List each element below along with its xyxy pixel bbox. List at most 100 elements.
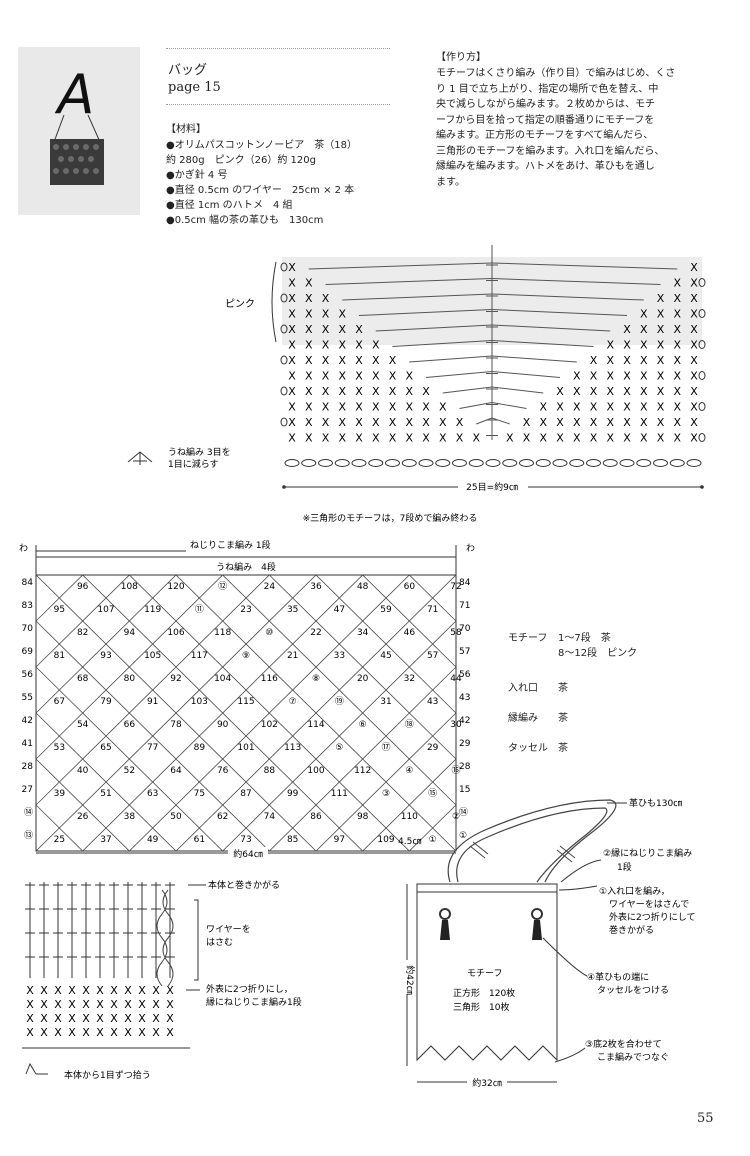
x-stitch: X [26, 984, 34, 997]
wire-loops [156, 889, 174, 987]
x-stitch: X [166, 1026, 174, 1039]
lattice-line [36, 575, 130, 668]
x-stitch: X [322, 385, 330, 398]
foundation-chain [552, 459, 568, 467]
x-stitch: X [657, 385, 665, 398]
row-line [491, 417, 510, 425]
x-stitch: X [623, 432, 631, 445]
x-stitch: X [523, 416, 531, 429]
x-stitch: X [152, 984, 160, 997]
x-stitch: X [640, 339, 648, 352]
foundation-chain [334, 459, 350, 467]
motif-number: ⑮ [428, 788, 437, 799]
foundation-chain [418, 459, 434, 467]
x-stitch: X [110, 984, 118, 997]
x-stitch: X [26, 1012, 34, 1025]
x-stitch: X [166, 998, 174, 1011]
motif-number: ⑤ [335, 743, 343, 753]
chain-row [284, 459, 702, 467]
x-stitch: X [338, 401, 346, 414]
height-label: 約42㎝ [404, 965, 416, 994]
motif-number: 94 [124, 628, 136, 638]
edge-label-wire-1: ワイヤーを [206, 924, 251, 935]
edge-number-left: 69 [22, 647, 34, 657]
x-stitch: X [657, 354, 665, 367]
motif-number: 85 [287, 835, 298, 845]
legend-key-motif: モチーフ [508, 633, 548, 644]
motif-number: 59 [380, 605, 392, 615]
x-stitch: X [673, 354, 681, 367]
materials-list: ●オリムパスコットンノービア 茶（18） 約 280g ピンク（26）約 120… [166, 138, 357, 228]
motif-number: 46 [404, 628, 416, 638]
x-stitch: X [439, 401, 447, 414]
chain-stitch [280, 293, 288, 303]
x-stitch: X [82, 1026, 90, 1039]
x-stitch: X [690, 261, 698, 274]
motif-number: 71 [427, 605, 438, 615]
x-stitch: X [673, 308, 681, 321]
x-stitch: X [422, 385, 430, 398]
x-stitch: X [96, 998, 104, 1011]
x-stitch: X [389, 432, 397, 445]
motif-number: 90 [217, 720, 229, 730]
motif-number: 107 [97, 605, 114, 615]
x-stitch: X [82, 984, 90, 997]
x-stitch: X [372, 354, 380, 367]
x-stitch: X [288, 432, 296, 445]
bag-body [416, 891, 558, 1062]
motif-number: 88 [264, 766, 276, 776]
ridge-band-label: うね編み 4段 [216, 561, 276, 573]
lattice-line [315, 712, 456, 851]
motif-number: 74 [264, 812, 276, 822]
x-stitch: X [405, 385, 413, 398]
x-stitch: X [68, 1012, 76, 1025]
edge-number-right: 15 [459, 785, 470, 795]
motif-number: ⑨ [242, 651, 250, 661]
x-stitch: X [152, 1026, 160, 1039]
x-stitch: X [690, 339, 698, 352]
motif-number: 20 [357, 674, 369, 684]
x-stitch: X [673, 370, 681, 383]
motif-number: 89 [194, 743, 206, 753]
motif-number: 45 [380, 651, 391, 661]
motif-number: 65 [100, 743, 111, 753]
motif-number: 118 [214, 628, 231, 638]
motif-number: 64 [170, 766, 182, 776]
method-line: 縁編みを編みます。ハトメをあけ、革ひもを通し [436, 161, 655, 172]
motif-number: 96 [77, 582, 89, 592]
x-stitch: X [690, 432, 698, 445]
motif-number: 119 [144, 605, 161, 615]
x-stitch: X [472, 432, 480, 445]
x-stitch: X [690, 308, 698, 321]
motif-number: 58 [450, 628, 462, 638]
motif-number: 76 [217, 766, 229, 776]
chain-stitch [698, 340, 706, 349]
x-stitch: X [110, 1026, 118, 1039]
x-stitch: X [305, 401, 313, 414]
x-stitch: X [640, 416, 648, 429]
x-stitch: X [573, 385, 581, 398]
x-stitch: X [288, 308, 296, 321]
x-stitch: X [405, 432, 413, 445]
chain-stitch [698, 402, 706, 411]
x-stitch: X [40, 1026, 48, 1039]
motif-number: ⑧ [312, 674, 320, 684]
motif-number: 78 [170, 720, 182, 730]
x-stitch: X [166, 984, 174, 997]
motif-number: 38 [124, 812, 136, 822]
x-stitch: X [338, 308, 346, 321]
x-stitch: X [590, 370, 598, 383]
x-stitch: X [322, 308, 330, 321]
x-stitch: X [690, 354, 698, 367]
motif-number: 36 [310, 582, 322, 592]
motif-number: ② [452, 812, 460, 822]
edge-number-right: ⑭ [459, 807, 468, 818]
x-stitch: X [68, 998, 76, 1011]
x-stitch: X [556, 401, 564, 414]
x-stitch: X [539, 401, 547, 414]
legend-value-opening: 茶 [558, 683, 568, 694]
x-stitch: X [26, 998, 34, 1011]
edge-number-right: 28 [459, 762, 471, 772]
material-item: ●直径 1cm のハトメ 4 組 [166, 200, 293, 211]
foundation-chain [636, 459, 652, 467]
